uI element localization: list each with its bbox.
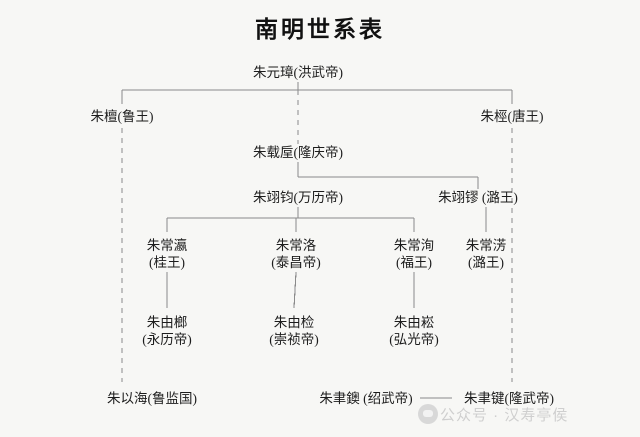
node-zhuyiliu[interactable]: 朱翊镠 (潞王): [436, 189, 520, 206]
node-zhujing[interactable]: 朱桱(唐王): [479, 108, 546, 125]
node-label: 朱檀(鲁王): [90, 109, 154, 124]
node-zhuyoujian[interactable]: 朱由检 (崇祯帝): [267, 314, 321, 348]
node-label: 朱常瀛: [146, 238, 188, 253]
node-label: 朱由检: [273, 315, 315, 330]
node-label: 朱由崧: [393, 315, 435, 330]
node-zhuchangxun[interactable]: 朱常洵 (福王): [392, 237, 437, 271]
node-label: 朱以海(鲁监国): [107, 391, 197, 406]
node-zhutan[interactable]: 朱檀(鲁王): [89, 108, 156, 125]
node-sublabel: (弘光帝): [389, 332, 439, 347]
node-zhuchangluo[interactable]: 朱常洛 (泰昌帝): [269, 237, 323, 271]
node-sublabel: (潞王): [468, 255, 504, 270]
node-zhuzaihou[interactable]: 朱载垕(隆庆帝): [251, 144, 345, 161]
node-label: 朱元璋(洪武帝): [253, 65, 343, 80]
node-label: 朱聿键(隆武帝): [464, 391, 554, 406]
node-sublabel: (泰昌帝): [271, 255, 321, 270]
watermark-text: 公众号 · 汉寿亭侯: [440, 407, 569, 424]
node-label: 朱常洵: [393, 238, 435, 253]
node-zhuyoulang[interactable]: 朱由榔 (永历帝): [140, 314, 194, 348]
node-label: 朱翊镠 (潞王): [438, 190, 518, 205]
node-zhuchangfang[interactable]: 朱常淓 (潞王): [464, 237, 509, 271]
node-sublabel: (桂王): [149, 255, 185, 270]
node-label: 朱由榔: [146, 315, 188, 330]
node-label: 朱载垕(隆庆帝): [253, 145, 343, 160]
node-label: 朱翊钧(万历帝): [253, 190, 343, 205]
node-label: 朱常洛: [275, 238, 317, 253]
wechat-logo-icon: [418, 404, 438, 424]
node-zhuyuanzhang[interactable]: 朱元璋(洪武帝): [251, 64, 345, 81]
node-zhuyihai[interactable]: 朱以海(鲁监国): [105, 390, 199, 407]
node-zhuchangying[interactable]: 朱常瀛 (桂王): [145, 237, 190, 271]
node-label: 朱常淓: [465, 238, 507, 253]
node-zhuyujian[interactable]: 朱聿键(隆武帝): [462, 390, 556, 407]
node-label: 朱桱(唐王): [480, 109, 544, 124]
node-sublabel: (永历帝): [142, 332, 192, 347]
node-sublabel: (崇祯帝): [269, 332, 319, 347]
node-zhuyuyue[interactable]: 朱聿鐭 (绍武帝): [317, 390, 414, 407]
node-zhuyousong[interactable]: 朱由崧 (弘光帝): [387, 314, 441, 348]
node-label: 朱聿鐭 (绍武帝): [319, 391, 413, 406]
page-title: 南明世系表: [255, 17, 385, 42]
node-zhuyijun[interactable]: 朱翊钧(万历帝): [251, 189, 345, 206]
node-sublabel: (福王): [396, 255, 432, 270]
